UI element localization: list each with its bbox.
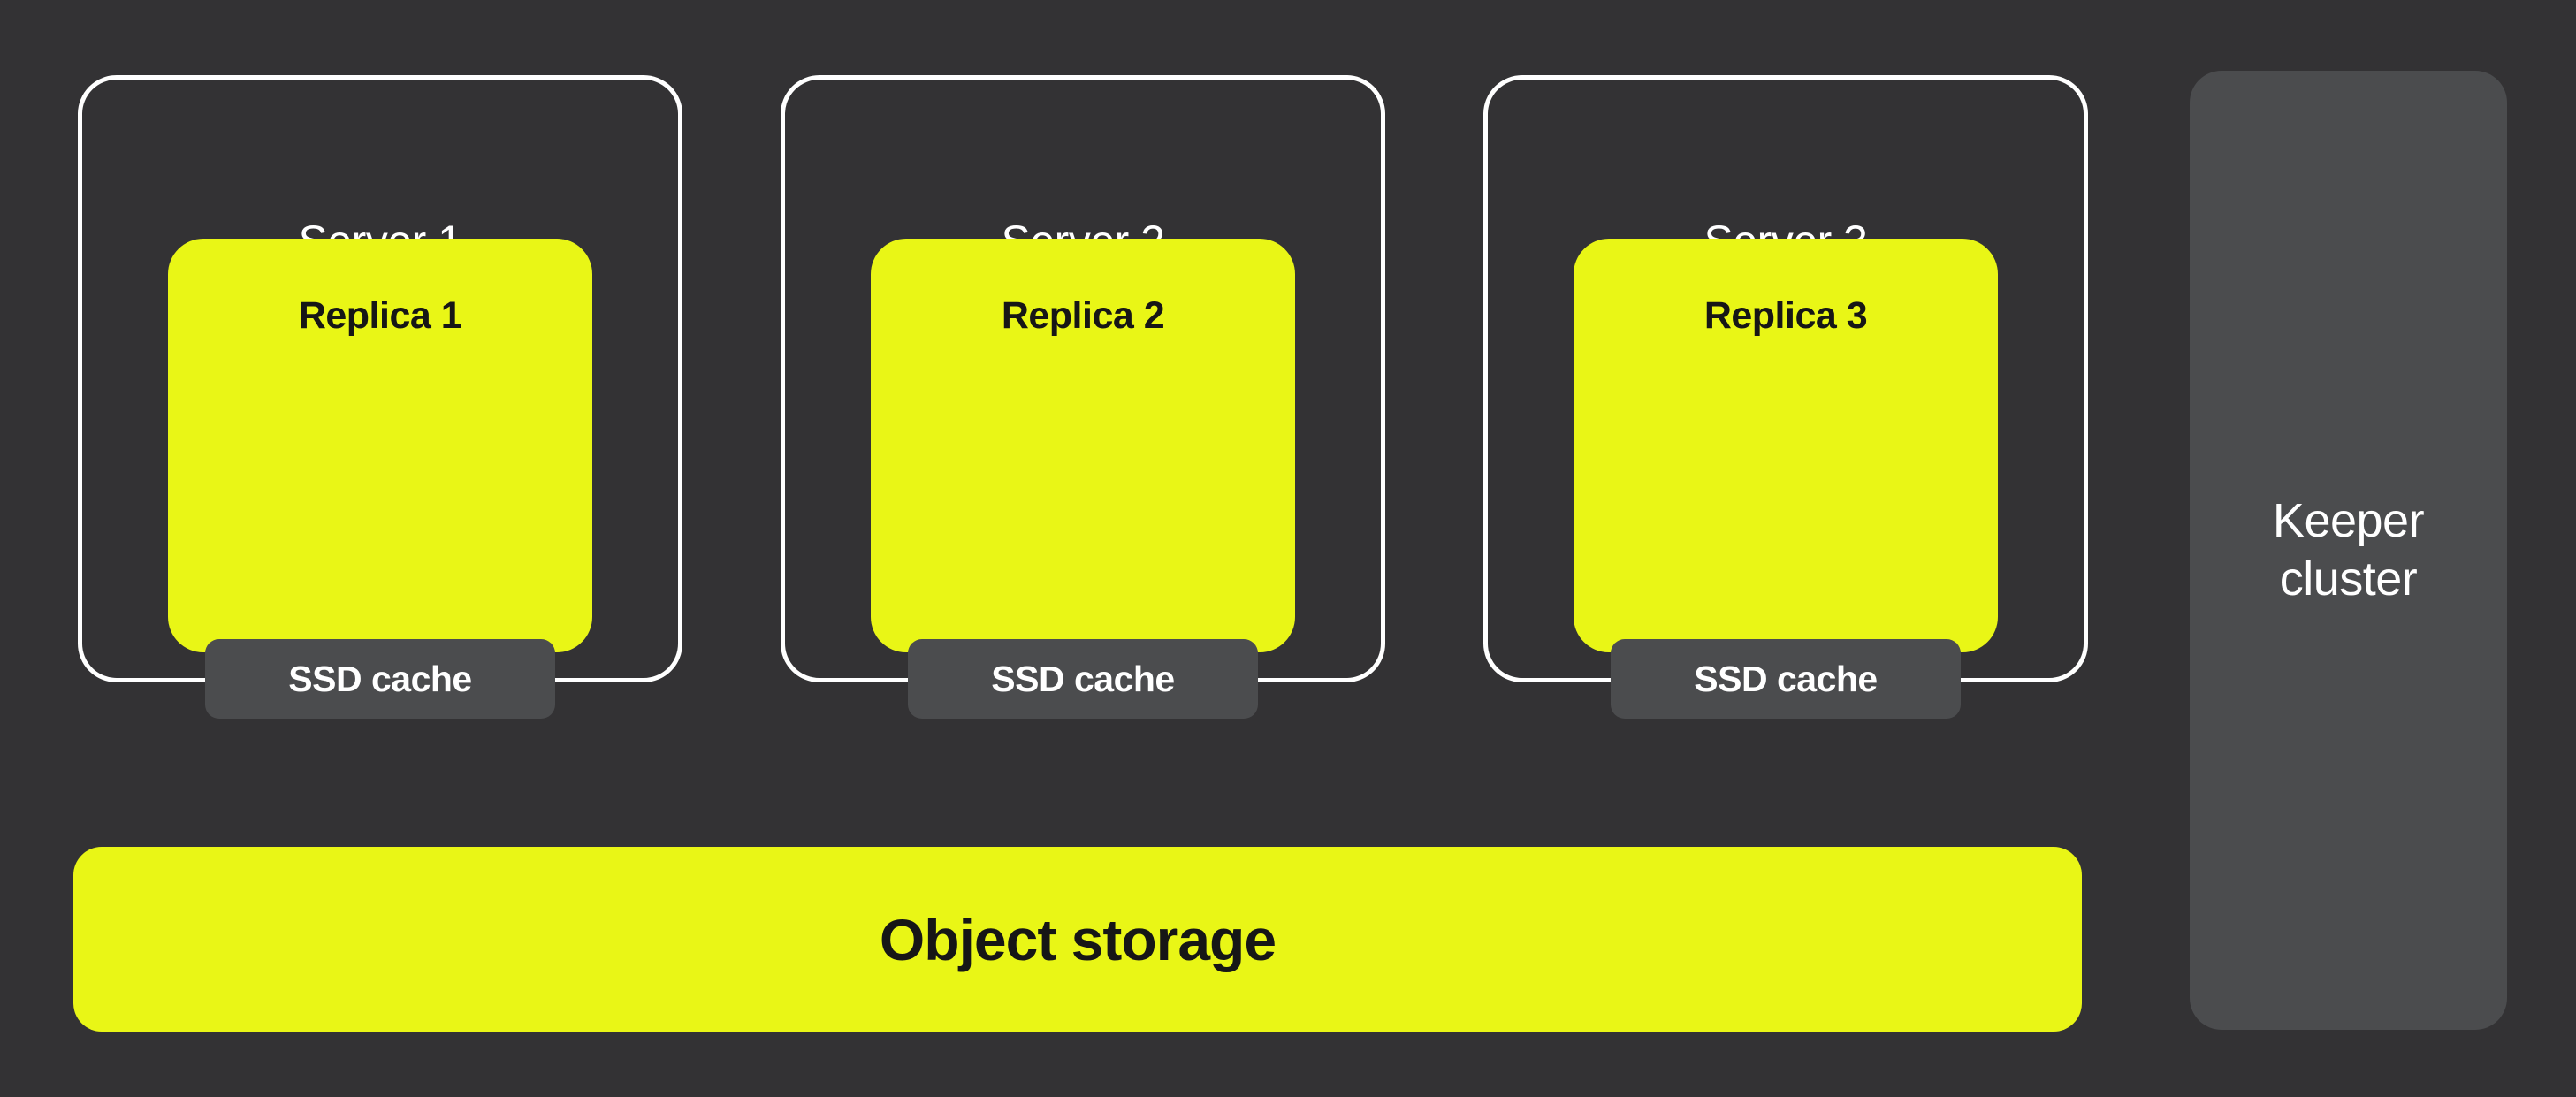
server-group-2: Server 2 Replica 2 SSD cache (781, 0, 1385, 1097)
replica-3-label: Replica 3 (1703, 294, 1868, 337)
replica-2-label: Replica 2 (1001, 294, 1165, 337)
server-group-1: Server 1 Replica 1 SSD cache (78, 0, 682, 1097)
ssd-cache-label-1: SSD cache (288, 658, 472, 699)
object-storage-label: Object storage (879, 906, 1277, 972)
replica-1-label: Replica 1 (298, 294, 462, 337)
keeper-cluster-box: Keeper cluster (2190, 71, 2507, 1030)
ssd-cache-badge-3: SSD cache (1611, 639, 1961, 719)
ssd-cache-badge-2: SSD cache (908, 639, 1258, 719)
replica-2-box: Replica 2 (871, 239, 1295, 652)
replica-1-box: Replica 1 (168, 239, 592, 652)
ssd-cache-badge-1: SSD cache (205, 639, 555, 719)
object-storage-bar: Object storage (73, 847, 2082, 1032)
keeper-cluster-label: Keeper cluster (2272, 493, 2425, 606)
ssd-cache-label-2: SSD cache (991, 658, 1175, 699)
ssd-cache-label-3: SSD cache (1694, 658, 1878, 699)
replica-3-box: Replica 3 (1574, 239, 1998, 652)
server-group-3: Server 3 Replica 3 SSD cache (1483, 0, 2088, 1097)
